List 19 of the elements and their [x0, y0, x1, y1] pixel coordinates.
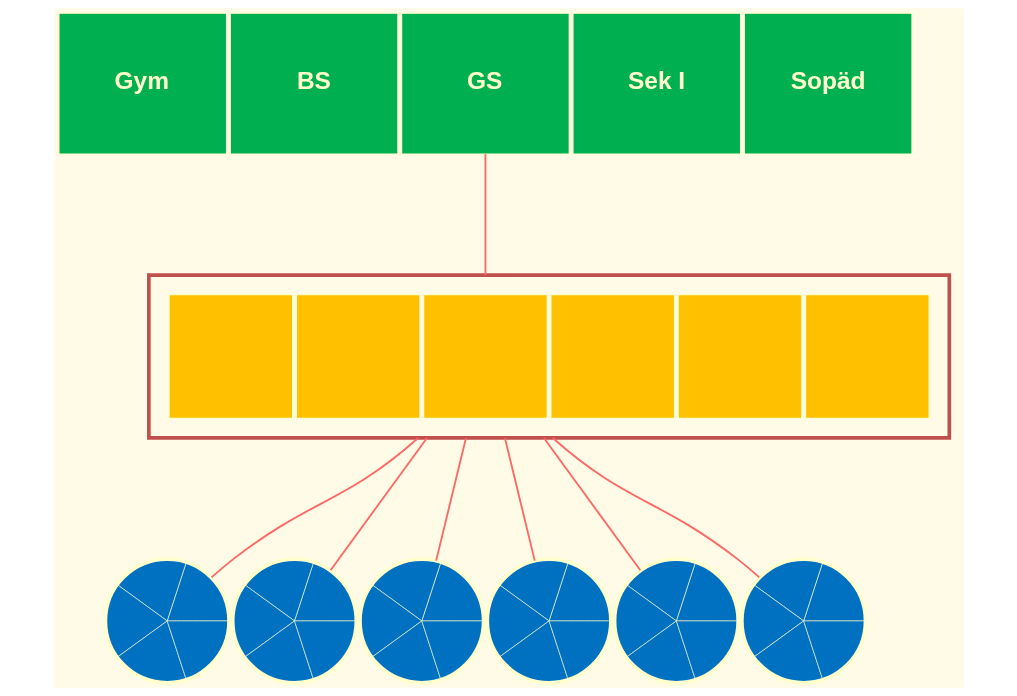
- node-box: [804, 294, 930, 419]
- connector: [551, 437, 760, 579]
- node-box: [677, 294, 802, 419]
- node-box: GS: [400, 12, 570, 155]
- node-box: Sopäd: [743, 12, 913, 155]
- connector: [434, 437, 467, 562]
- node-box: Sek I: [571, 12, 741, 155]
- node-box: Gym: [57, 12, 227, 155]
- node-box: BS: [229, 12, 399, 155]
- connector: [503, 437, 536, 562]
- node-box: [422, 294, 548, 419]
- connector: [210, 437, 419, 579]
- node-box: [549, 294, 675, 419]
- connector: [542, 437, 641, 572]
- cluster: [146, 273, 951, 440]
- connector: [484, 153, 486, 277]
- connector: [329, 437, 428, 572]
- node-box: [295, 294, 421, 419]
- node-box: [167, 294, 293, 419]
